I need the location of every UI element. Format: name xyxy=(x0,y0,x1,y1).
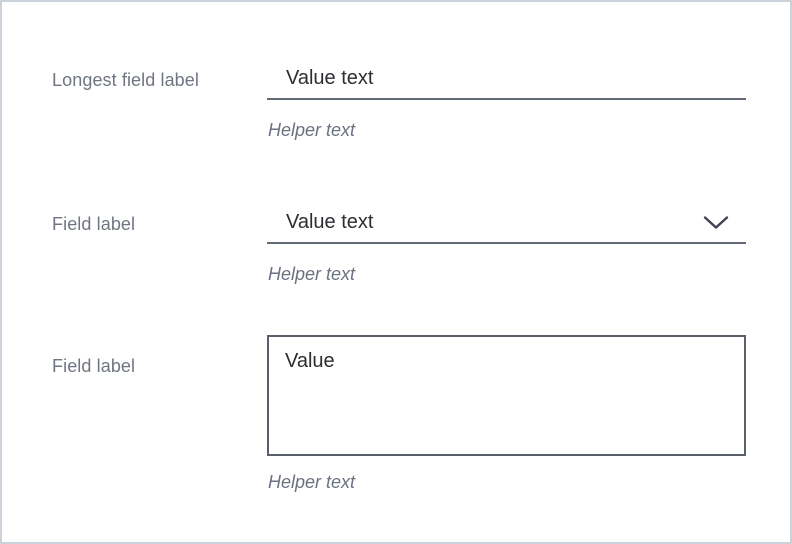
helper-text: Helper text xyxy=(268,264,356,284)
field-label: Field label xyxy=(52,356,136,376)
textarea-input[interactable]: Value xyxy=(267,335,746,456)
field-control: Helper text xyxy=(267,60,746,142)
text-input[interactable] xyxy=(267,60,746,100)
field-label: Longest field label xyxy=(52,70,200,90)
helper-text: Helper text xyxy=(268,120,356,140)
select-value: Value text xyxy=(286,210,374,233)
form-field-textarea: Field label Value Helper text xyxy=(52,335,746,494)
form-field-select: Field label Value text Helper text xyxy=(52,204,746,286)
chevron-down-icon xyxy=(703,215,729,230)
field-control: Value text Helper text xyxy=(267,204,746,286)
form-field-text-input: Longest field label Helper text xyxy=(52,60,746,142)
helper-text: Helper text xyxy=(268,472,356,492)
field-label: Field label xyxy=(52,214,136,234)
field-control: Value Helper text xyxy=(267,335,746,494)
select-input[interactable]: Value text xyxy=(267,204,746,244)
